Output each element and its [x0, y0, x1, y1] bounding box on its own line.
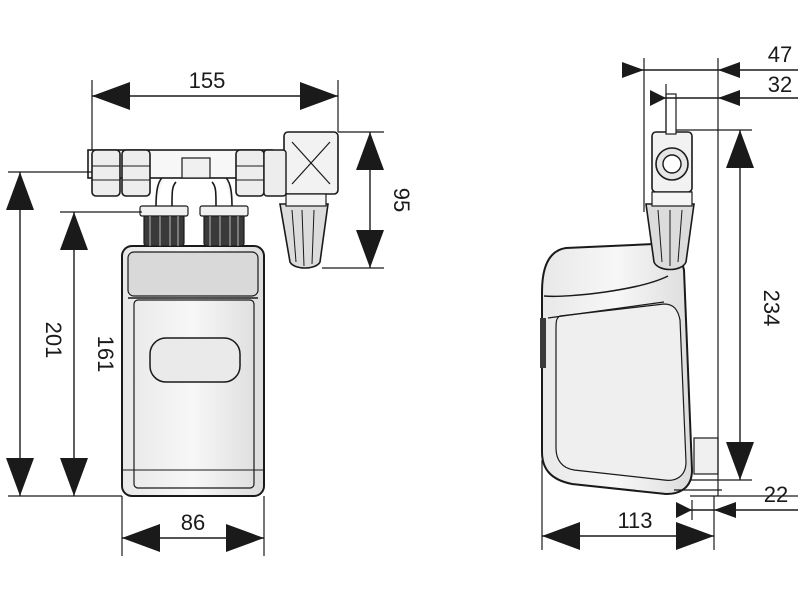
dim-32: 32	[650, 72, 798, 106]
dim-234: 234	[726, 130, 784, 480]
dim-95-label: 95	[389, 188, 414, 212]
side-view: 47 32 234 22 113	[540, 42, 798, 550]
dim-161-label: 161	[93, 336, 118, 373]
dim-155: 155	[92, 68, 338, 110]
dim-95: 95	[356, 132, 414, 268]
dim-47-label: 47	[768, 42, 792, 67]
dim-86-label: 86	[181, 510, 205, 535]
outlet-connector	[199, 205, 249, 247]
dim-234-label: 234	[759, 290, 784, 327]
valve	[263, 131, 339, 269]
side-extension-lines	[541, 58, 798, 550]
dim-86: 86	[122, 510, 264, 552]
dim-22-label: 22	[764, 482, 788, 507]
front-view: 155 95 201 161 86	[6, 68, 414, 556]
dim-47: 47	[622, 42, 798, 78]
dim-201: 201	[6, 172, 66, 496]
dim-155-label: 155	[189, 68, 226, 93]
manifold	[87, 149, 273, 197]
side-fitting	[645, 93, 695, 271]
dim-201-label: 201	[41, 322, 66, 359]
side-heater-body	[540, 242, 722, 496]
pipe-bends	[155, 175, 233, 207]
dim-113: 113	[542, 508, 714, 550]
inlet-connector	[139, 205, 189, 247]
front-heater-body	[121, 245, 265, 497]
dim-161: 161	[60, 212, 118, 496]
dim-113-label: 113	[617, 508, 652, 533]
dim-32-label: 32	[768, 72, 792, 97]
dim-22: 22	[676, 482, 798, 518]
